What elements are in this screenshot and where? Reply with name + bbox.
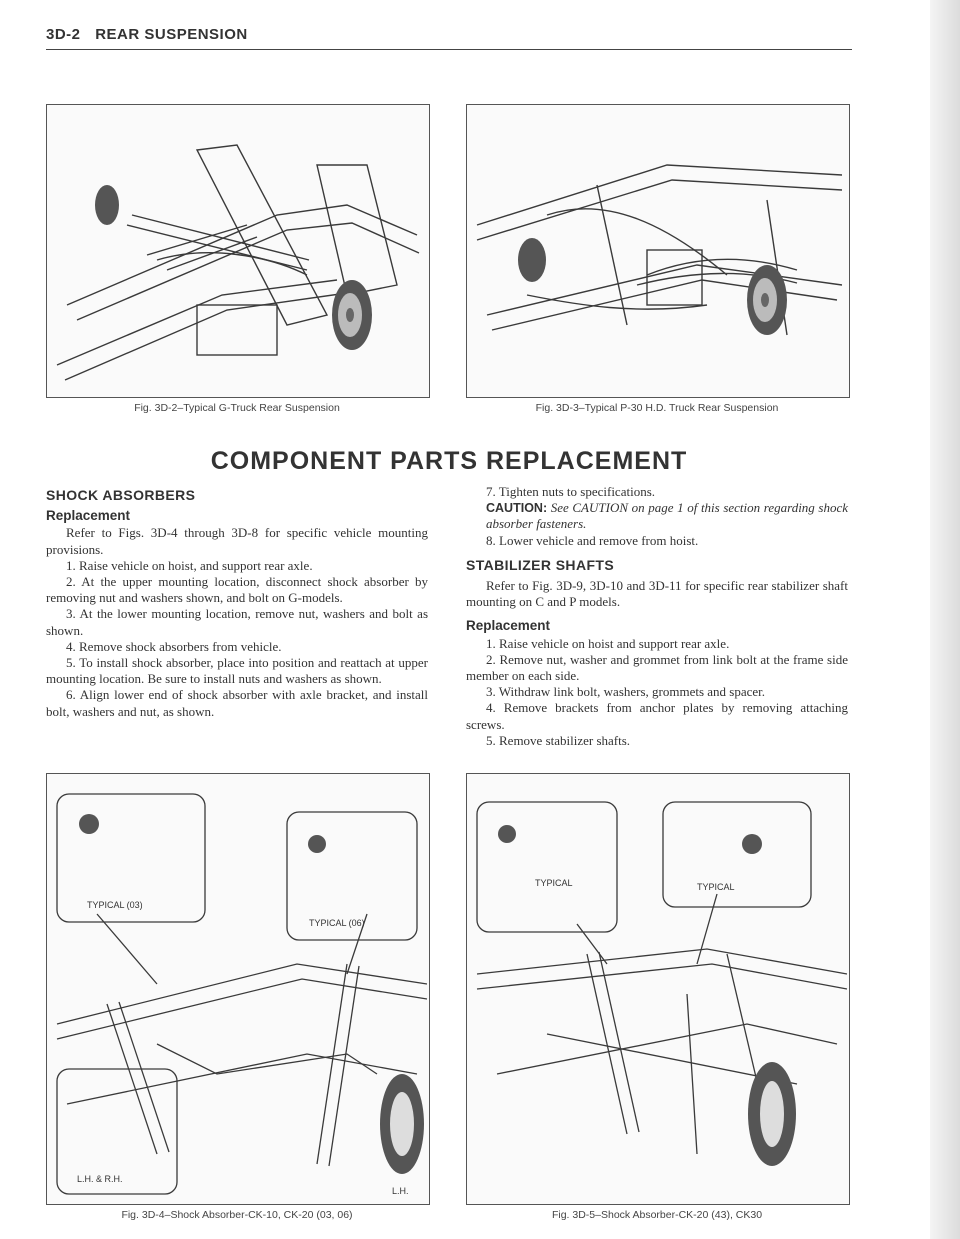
shock-intro: Refer to Figs. 3D-4 through 3D-8 for spe… xyxy=(46,525,428,557)
section-name: REAR SUSPENSION xyxy=(95,26,248,43)
callout-lh-rh: L.H. & R.H. xyxy=(77,1174,123,1184)
figure-3d2-caption: Fig. 3D-2–Typical G-Truck Rear Suspensio… xyxy=(134,402,340,414)
callout-typical-right: TYPICAL xyxy=(697,882,735,892)
callout-typical-03: TYPICAL (03) xyxy=(87,900,143,910)
stabilizer-shafts-heading: STABILIZER SHAFTS xyxy=(466,556,615,573)
callout-typical-06: TYPICAL (06) xyxy=(309,918,365,928)
stabilizer-step-2: 2. Remove nut, washer and grommet from l… xyxy=(466,651,848,684)
figure-3d2-illustration xyxy=(46,104,430,398)
shock-absorbers-heading: SHOCK ABSORBERS xyxy=(46,487,196,503)
page-number: 3D-2 xyxy=(46,26,81,43)
callout-typical-left: TYPICAL xyxy=(535,878,573,888)
shock-step-4: 4. Remove shock absorbers from vehicle. xyxy=(66,638,282,654)
figure-3d5-illustration: TYPICAL TYPICAL xyxy=(466,773,850,1205)
shock-step-3: 3. At the lower mounting location, remov… xyxy=(46,606,428,638)
caution-note: CAUTION: See CAUTION on page 1 of this s… xyxy=(466,500,848,532)
stabilizer-step-5: 5. Remove stabilizer shafts. xyxy=(486,732,631,748)
right-column: 7. Tighten nuts to specifications. CAUTI… xyxy=(466,484,848,749)
callout-lh: L.H. xyxy=(392,1186,409,1196)
stabilizer-step-1: 1. Raise vehicle on hoist and support re… xyxy=(486,635,730,651)
shock-step-1: 1. Raise vehicle on hoist, and support r… xyxy=(66,557,313,573)
shock-step-5: 5. To install shock absorber, place into… xyxy=(46,655,428,687)
figure-3d4-caption: Fig. 3D-4–Shock Absorber-CK-10, CK-20 (0… xyxy=(121,1209,353,1221)
page-edge-shadow xyxy=(930,0,960,1239)
shock-step-8: 8. Lower vehicle and remove from hoist. xyxy=(486,532,699,548)
left-column: SHOCK ABSORBERS Replacement Refer to Fig… xyxy=(46,487,428,720)
page-header: 3D-2 REAR SUSPENSION xyxy=(46,26,852,43)
stabilizer-replacement-subheading: Replacement xyxy=(466,618,551,634)
section-title: COMPONENT PARTS REPLACEMENT xyxy=(210,447,688,475)
caution-text: See CAUTION on page 1 of this section re… xyxy=(486,500,849,532)
caution-label: CAUTION: xyxy=(486,501,548,516)
stabilizer-step-3: 3. Withdraw link bolt, washers, grommets… xyxy=(486,684,766,700)
shock-replacement-subheading: Replacement xyxy=(46,508,131,524)
stabilizer-step-4: 4. Remove brackets from anchor plates by… xyxy=(466,700,848,732)
header-rule xyxy=(46,49,852,50)
shock-step-6: 6. Align lower end of shock absorber wit… xyxy=(46,687,428,719)
figure-3d4-illustration: TYPICAL (03) TYPICAL (06) L.H. & R.H. L.… xyxy=(46,773,430,1205)
figure-3d3-illustration xyxy=(466,104,850,398)
shock-step-7: 7. Tighten nuts to specifications. xyxy=(486,484,655,499)
figure-3d5-caption: Fig. 3D-5–Shock Absorber-CK-20 (43), CK3… xyxy=(551,1209,763,1221)
figure-3d3-caption: Fig. 3D-3–Typical P-30 H.D. Truck Rear S… xyxy=(535,402,779,414)
shock-step-2: 2. At the upper mounting location, disco… xyxy=(46,574,428,606)
stabilizer-intro: Refer to Fig. 3D-9, 3D-10 and 3D-11 for … xyxy=(466,578,848,610)
